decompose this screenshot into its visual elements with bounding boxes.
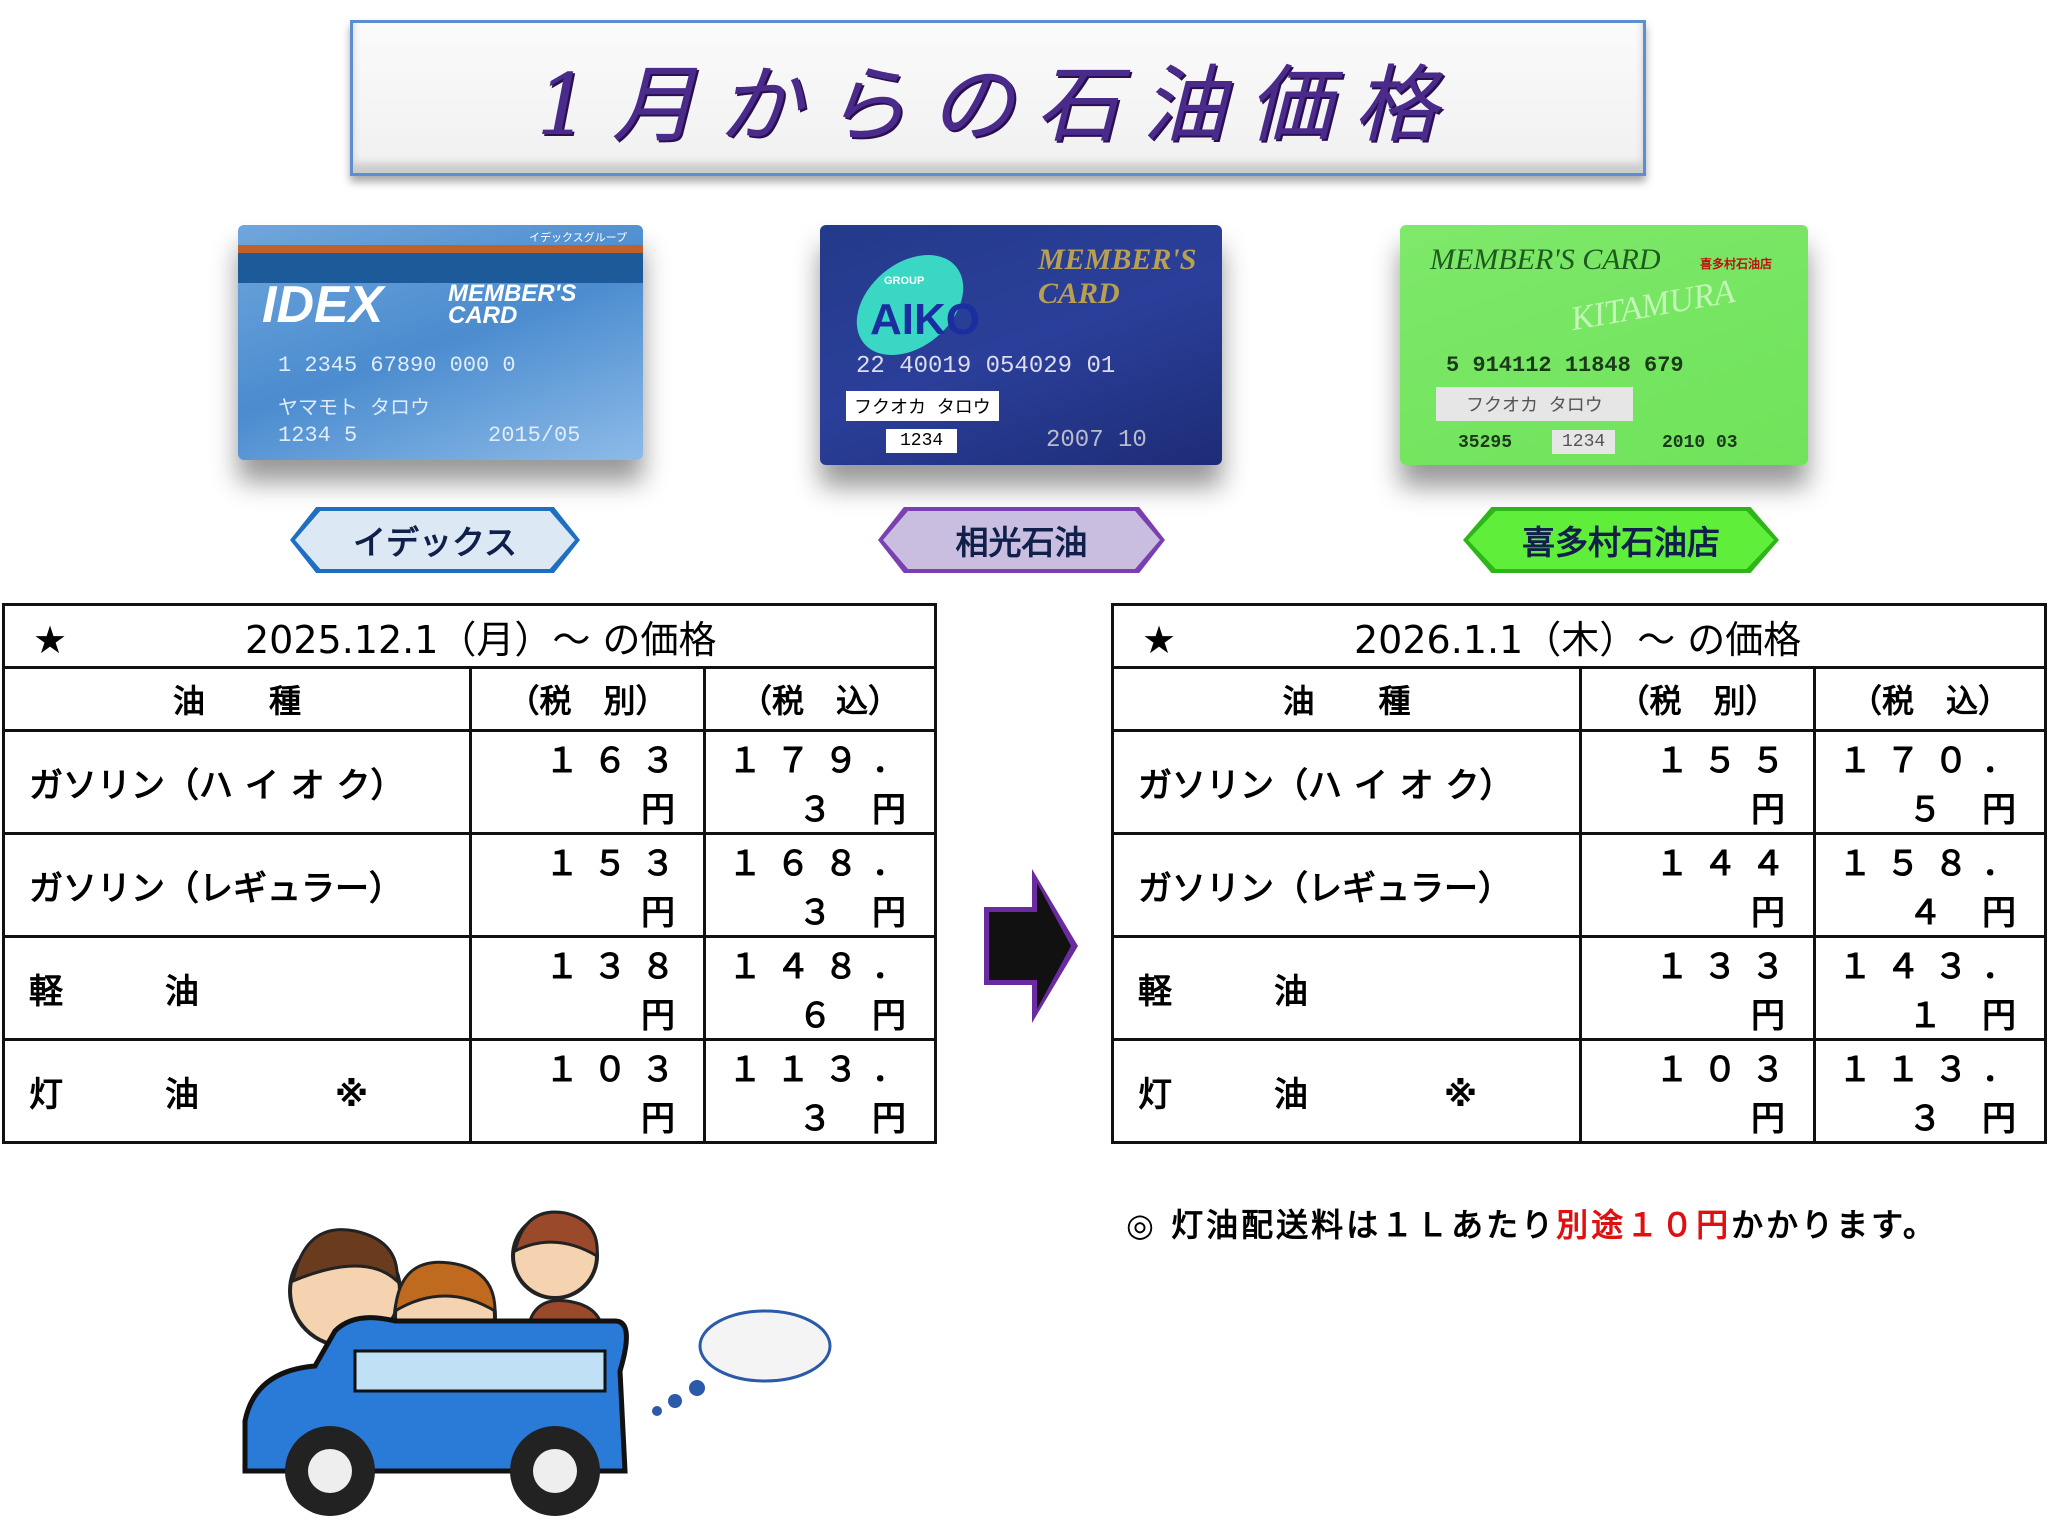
text: １１３．３ 円: [1813, 1038, 2047, 1144]
text: １０３ 円: [1579, 1038, 1816, 1144]
title-banner: 1月からの石油価格: [350, 20, 1646, 176]
text: １０３ 円: [469, 1038, 706, 1144]
price-table-jan: ★ 2026.1.1（木）～ の価格 油 種（税 別）（税 込） ガソリン（ハ イ…: [1111, 603, 2047, 1144]
card-code: 35295: [1458, 433, 1513, 453]
card-number: 1 2345 67890 000 0: [278, 353, 516, 378]
text: ★: [1141, 617, 1177, 662]
text: 2025.12.1（月）～ の価格: [245, 617, 717, 662]
text: 軽 油: [1111, 935, 1582, 1041]
text: １６３ 円: [469, 729, 706, 835]
price-table-dec: ★ 2025.12.1（月）～ の価格 油 種（税 別）（税 込） ガソリン（ハ …: [2, 603, 937, 1144]
text: （税 込）: [703, 666, 937, 732]
card-pin: 1234: [1552, 430, 1616, 454]
card-title: MEMBER'S CARD: [1430, 243, 1661, 276]
text: １５８．４ 円: [1813, 832, 2047, 938]
page-title: 1月からの石油価格: [536, 55, 1460, 154]
text: 油 種: [2, 666, 472, 732]
card-holder: フクオカ タロウ: [1436, 387, 1633, 421]
text: 灯 油 ※: [2, 1038, 472, 1144]
card-expiry: 2007 10: [1046, 427, 1147, 454]
table-heading: ★ 2025.12.1（月）～ の価格: [2, 603, 937, 669]
text: １４４ 円: [1579, 832, 1816, 938]
text: １７０．５ 円: [1813, 729, 2047, 835]
text: 2026.1.1（木）～ の価格: [1354, 617, 1802, 662]
text: １４３．１ 円: [1813, 935, 2047, 1041]
text: ガソリン（ハ イ オ ク）: [2, 729, 472, 835]
card-code: 1234: [886, 429, 958, 453]
badge-kitamura: 喜多村石油店: [1463, 507, 1779, 573]
card-code: 1234 5: [278, 423, 358, 448]
text: ガソリン（ハ イ オ ク）: [1111, 729, 1582, 835]
text: かかります。: [1731, 1206, 1938, 1244]
text: ガソリン（レギュラー）: [1111, 832, 1582, 938]
text: 別途１０円: [1556, 1206, 1732, 1244]
card-number: 22 40019 054029 01: [856, 353, 1116, 380]
text: １５５ 円: [1579, 729, 1816, 835]
badge-label: 喜多村石油店: [1522, 523, 1720, 562]
card-title: MEMBER'S CARD: [448, 280, 577, 329]
badge-label: イデックス: [352, 523, 517, 562]
text: １１３．３ 円: [703, 1038, 937, 1144]
aiko-member-card: GROUP AIKO MEMBER'S CARD 22 40019 054029…: [820, 225, 1222, 465]
text: （税 込）: [1813, 666, 2047, 732]
text: （税 別）: [1579, 666, 1816, 732]
card-brand: AIKO: [870, 295, 980, 344]
delivery-fee-note: ◎ 灯油配送料は１Ｌあたり別途１０円かかります。: [1126, 1200, 1938, 1246]
card-expiry: 2015/05: [488, 423, 581, 448]
text: １６８．３ 円: [703, 832, 937, 938]
text: 油 種: [1111, 666, 1582, 732]
idex-member-card: イデックスグループ IDEX MEMBER'S CARD 1 2345 6789…: [238, 225, 643, 460]
text: １４８．６ 円: [703, 935, 937, 1041]
arrow-right-icon: [984, 869, 1078, 1023]
text: １５３ 円: [469, 832, 706, 938]
text: （税 別）: [469, 666, 706, 732]
card-group: GROUP: [884, 275, 925, 287]
card-holder: フクオカ タロウ: [846, 391, 999, 421]
text: ★: [32, 617, 68, 662]
card-group: イデックスグループ: [528, 233, 627, 245]
text: ◎ 灯油配送料は１Ｌあたり: [1126, 1206, 1557, 1244]
badge-label: 相光石油: [955, 523, 1088, 562]
text: １３３ 円: [1579, 935, 1816, 1041]
thought-cloud-icon: [698, 1309, 832, 1383]
text: 灯 油 ※: [1111, 1038, 1582, 1144]
card-title: MEMBER'S CARD: [1038, 243, 1197, 310]
kitamura-member-card: MEMBER'S CARD 喜多村石油店 KITAMURA 5 914112 1…: [1400, 225, 1808, 465]
text: １３８ 円: [469, 935, 706, 1041]
card-expiry: 2010 03: [1662, 433, 1738, 453]
table-heading: ★ 2026.1.1（木）～ の価格: [1111, 603, 2047, 669]
text: 軽 油: [2, 935, 472, 1041]
card-number: 5 914112 11848 679: [1446, 353, 1684, 378]
card-watermark: KITAMURA: [1567, 272, 1738, 339]
card-brand: IDEX: [262, 276, 384, 334]
card-holder: ヤマモト タロウ: [278, 398, 431, 421]
badge-idex: イデックス: [290, 507, 580, 573]
badge-aiko: 相光石油: [878, 507, 1165, 573]
card-brand: 喜多村石油店: [1700, 258, 1773, 272]
family-car-illustration: [242, 1210, 832, 1516]
text: ガソリン（レギュラー）: [2, 832, 472, 938]
text: １７９．３ 円: [703, 729, 937, 835]
